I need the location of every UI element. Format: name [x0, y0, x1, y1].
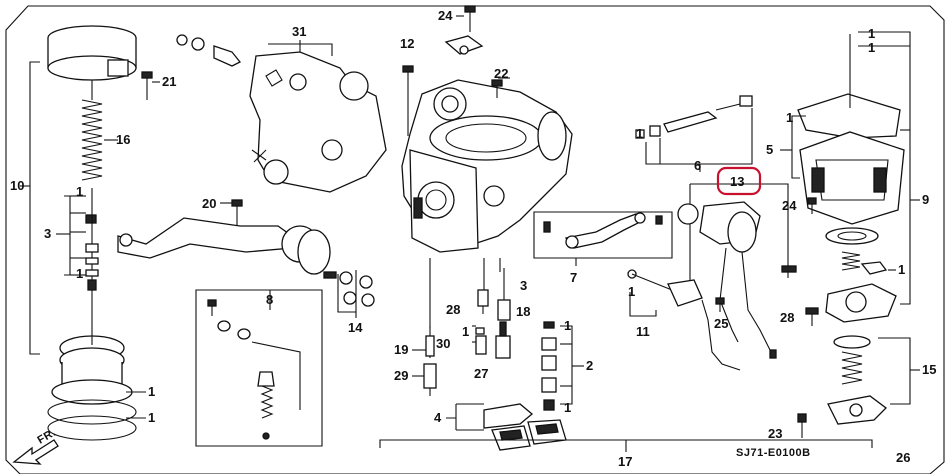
mixture-screw-part-6[interactable]: [635, 95, 753, 139]
callout-21[interactable]: 21: [162, 74, 176, 89]
screw-part-12[interactable]: [402, 65, 414, 136]
callout-1[interactable]: 1: [868, 40, 875, 55]
needle-part[interactable]: [85, 188, 99, 300]
float-part-4[interactable]: [483, 403, 567, 451]
callout-1[interactable]: 1: [898, 262, 905, 277]
diaphragm-cover-part[interactable]: [825, 283, 897, 323]
choke-body-part[interactable]: [249, 51, 387, 193]
callout-1[interactable]: 1: [564, 318, 571, 333]
callout-27[interactable]: 27: [474, 366, 488, 381]
linkage-part-8[interactable]: [207, 299, 301, 440]
callout-14[interactable]: 14: [348, 320, 363, 335]
callout-29[interactable]: 29: [394, 368, 408, 383]
callout-12[interactable]: 12: [400, 36, 414, 51]
jet-part-18[interactable]: [497, 282, 511, 321]
callout-24[interactable]: 24: [782, 198, 797, 213]
callout-13[interactable]: 13: [730, 174, 744, 189]
diagram-frame: [5, 5, 945, 474]
callout-10[interactable]: 10: [10, 178, 24, 193]
callout-9[interactable]: 9: [922, 192, 929, 207]
screw-part-21[interactable]: [141, 71, 153, 100]
callout-1[interactable]: 1: [148, 384, 155, 399]
jet-part-28[interactable]: [477, 289, 489, 314]
callout-28[interactable]: 28: [446, 302, 460, 317]
jet-part-30[interactable]: [475, 327, 487, 355]
callout-1[interactable]: 1: [76, 266, 83, 281]
callout-13-highlight: [716, 166, 762, 196]
callout-1[interactable]: 1: [786, 110, 793, 125]
screw-part-23[interactable]: [797, 413, 807, 438]
callout-24[interactable]: 24: [438, 8, 453, 23]
callout-22[interactable]: 22: [494, 66, 508, 81]
spring-part-right[interactable]: [841, 251, 888, 275]
callout-26[interactable]: 26: [896, 450, 910, 465]
pump-cap-part[interactable]: [47, 25, 137, 100]
callout-1[interactable]: 1: [628, 284, 635, 299]
callout-11[interactable]: 11: [636, 324, 650, 339]
screw-part-25[interactable]: [715, 297, 725, 312]
callout-8[interactable]: 8: [266, 292, 273, 307]
front-direction-arrow: FR.: [12, 427, 59, 465]
screw-part-24-right[interactable]: [807, 197, 817, 214]
callout-15[interactable]: 15: [922, 362, 936, 377]
throttle-lever-part[interactable]: [117, 217, 331, 275]
gasket-ring-1[interactable]: [825, 227, 879, 245]
jet-part-27[interactable]: [495, 321, 511, 359]
needle-part-19[interactable]: [425, 326, 435, 358]
callout-1[interactable]: 1: [148, 410, 155, 425]
callout-1[interactable]: 1: [76, 184, 83, 199]
callout-2[interactable]: 2: [586, 358, 593, 373]
callout-31[interactable]: 31: [292, 24, 306, 39]
callout-23[interactable]: 23: [768, 426, 782, 441]
float-bowl-part[interactable]: [797, 34, 905, 225]
lever-part-22[interactable]: [444, 35, 503, 98]
callout-1[interactable]: 1: [564, 400, 571, 415]
screw-part-24-top[interactable]: [464, 5, 476, 32]
screw-part-28-right[interactable]: [805, 307, 819, 326]
part-2-stack[interactable]: [541, 321, 557, 411]
spring-part-16[interactable]: [81, 99, 103, 181]
spring-part-15[interactable]: [827, 335, 887, 425]
callout-3[interactable]: 3: [520, 278, 527, 293]
callout-19[interactable]: 19: [394, 342, 408, 357]
callout-1[interactable]: 1: [868, 26, 875, 41]
callout-17[interactable]: 17: [618, 454, 632, 469]
callout-16[interactable]: 16: [116, 132, 130, 147]
screw-part-20[interactable]: [231, 199, 243, 226]
diagram-code: SJ71-E0100B: [736, 447, 811, 459]
link-rod-part-7[interactable]: [543, 212, 663, 249]
callout-1[interactable]: 1: [636, 126, 643, 141]
diaphragm-base-part[interactable]: [47, 335, 137, 441]
callout-25[interactable]: 25: [714, 316, 728, 331]
small-parts-cluster[interactable]: [176, 34, 242, 67]
callout-6[interactable]: 6: [694, 158, 701, 173]
callout-28[interactable]: 28: [780, 310, 794, 325]
callout-18[interactable]: 18: [516, 304, 530, 319]
carburetor-body-part[interactable]: [401, 79, 573, 253]
screw-part-29[interactable]: [423, 363, 437, 396]
solenoid-valve-part-13[interactable]: [677, 201, 797, 359]
callout-30[interactable]: 30: [436, 336, 450, 351]
solenoid-part-11[interactable]: [627, 269, 741, 371]
callout-3[interactable]: 3: [44, 226, 51, 241]
callout-1[interactable]: 1: [462, 324, 469, 339]
diaphragm-part-14[interactable]: [323, 271, 375, 307]
callout-7[interactable]: 7: [570, 270, 577, 285]
callout-5[interactable]: 5: [766, 142, 773, 157]
callout-4[interactable]: 4: [434, 410, 442, 425]
callout-20[interactable]: 20: [202, 196, 216, 211]
